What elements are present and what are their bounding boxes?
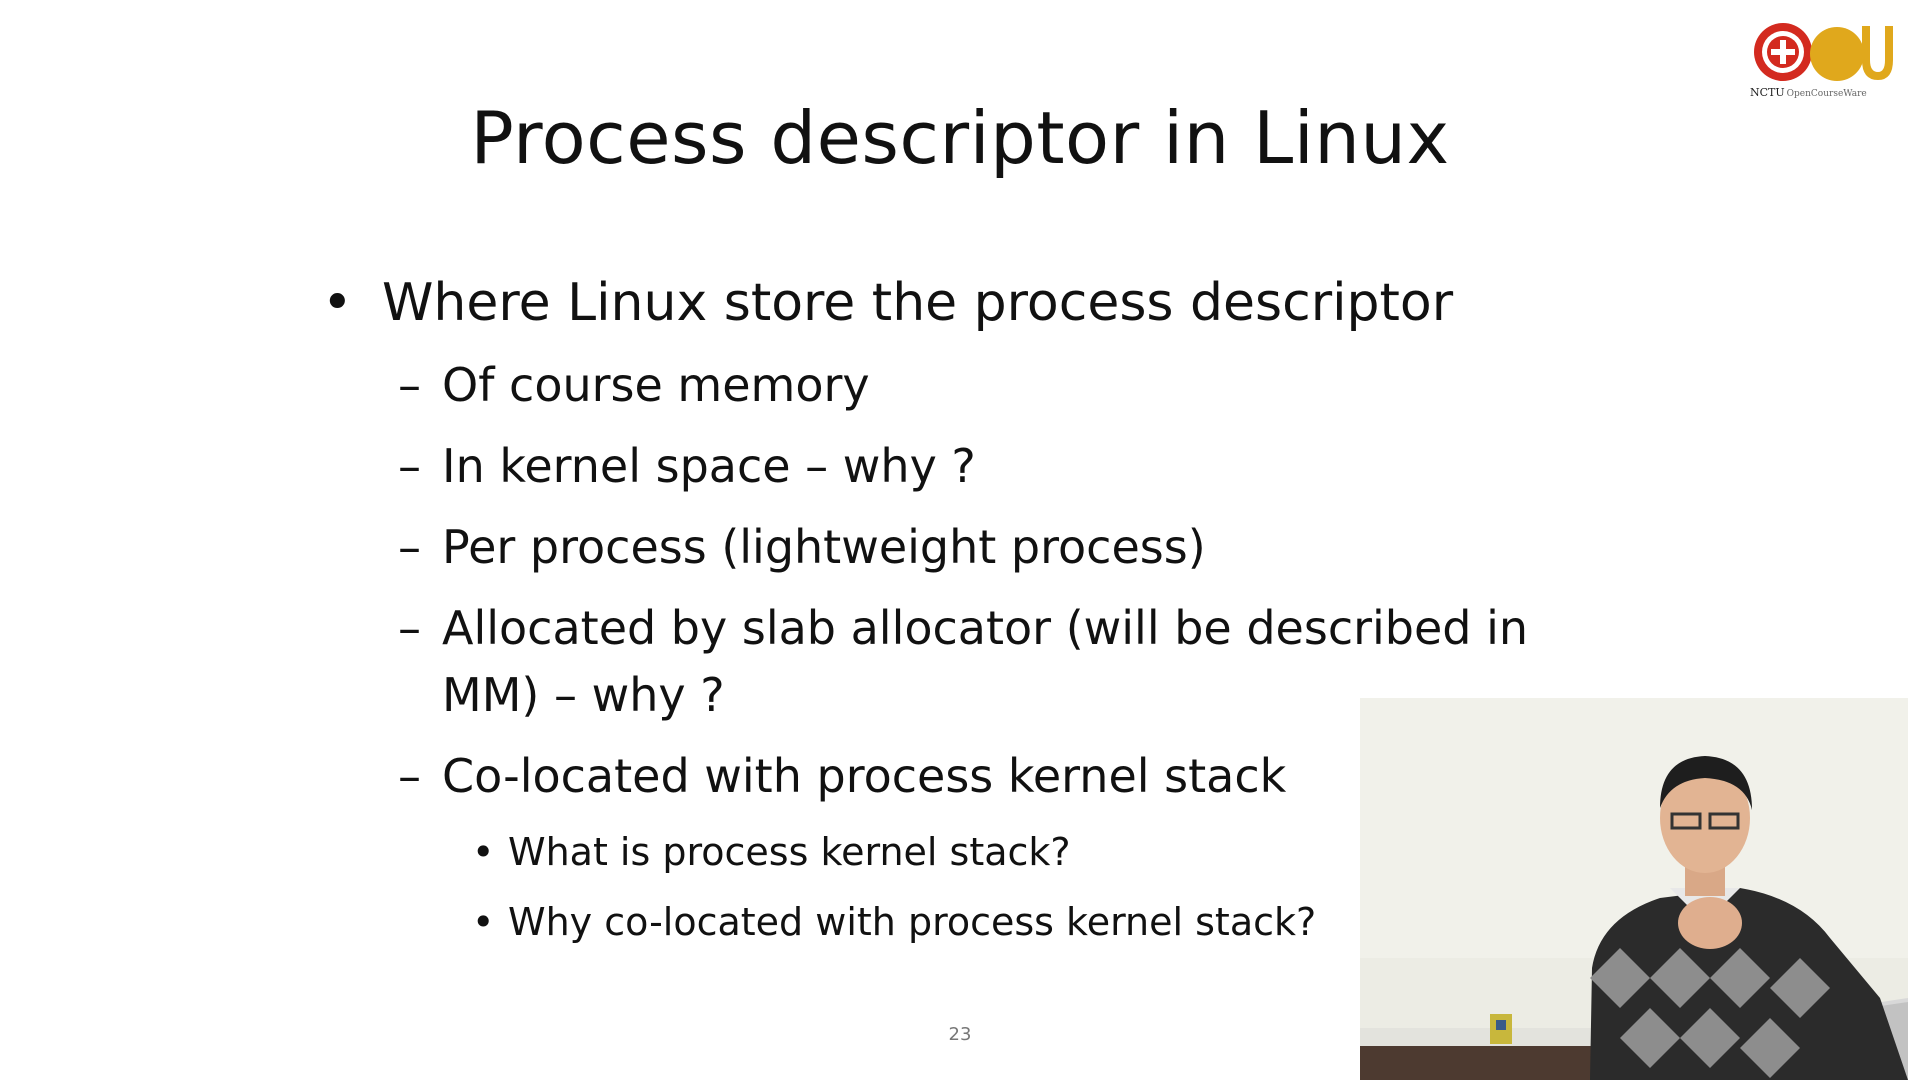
sub-item-text: Allocated by slab allocator (will be des… <box>442 601 1529 722</box>
slide-content: • Where Linux store the process descript… <box>322 268 1562 950</box>
sub-item: – Co-located with process kernel stack <box>322 743 1562 810</box>
page-number: 23 <box>948 1024 972 1045</box>
lecturer-video-icon <box>1360 698 1908 1080</box>
bullet-icon: • <box>472 900 495 944</box>
main-bullet-text: Where Linux store the process descriptor <box>382 273 1454 333</box>
bullet-icon: • <box>322 273 353 333</box>
dash-icon: – <box>398 439 421 493</box>
dash-icon: – <box>398 520 421 574</box>
bullet-icon: • <box>472 830 495 874</box>
sub-item: – Per process (lightweight process) <box>322 514 1562 581</box>
logo-caption-main: NCTU <box>1750 86 1785 99</box>
slide-title: Process descriptor in Linux <box>470 96 1450 180</box>
sub-sub-item: • What is process kernel stack? <box>322 824 1562 880</box>
ocw-logo-icon <box>1754 23 1893 81</box>
sub-item: – Of course memory <box>322 352 1562 419</box>
sub-sub-item-text: Why co-located with process kernel stack… <box>508 900 1317 944</box>
sub-sub-item-text: What is process kernel stack? <box>508 830 1071 874</box>
logo-caption-sub: OpenCourseWare <box>1786 89 1867 99</box>
dash-icon: – <box>398 749 421 803</box>
sub-item-text: In kernel space – why ? <box>442 439 976 493</box>
sub-item-text: Co-located with process kernel stack <box>442 749 1287 803</box>
sub-item-text: Of course memory <box>442 358 870 412</box>
dash-icon: – <box>398 358 421 412</box>
sub-item-text: Per process (lightweight process) <box>442 520 1206 574</box>
main-bullet: • Where Linux store the process descript… <box>322 268 1562 338</box>
dash-icon: – <box>398 601 421 655</box>
sub-item: – In kernel space – why ? <box>322 433 1562 500</box>
sub-item: – Allocated by slab allocator (will be d… <box>322 595 1562 729</box>
sub-sub-item: • Why co-located with process kernel sta… <box>322 894 1562 950</box>
